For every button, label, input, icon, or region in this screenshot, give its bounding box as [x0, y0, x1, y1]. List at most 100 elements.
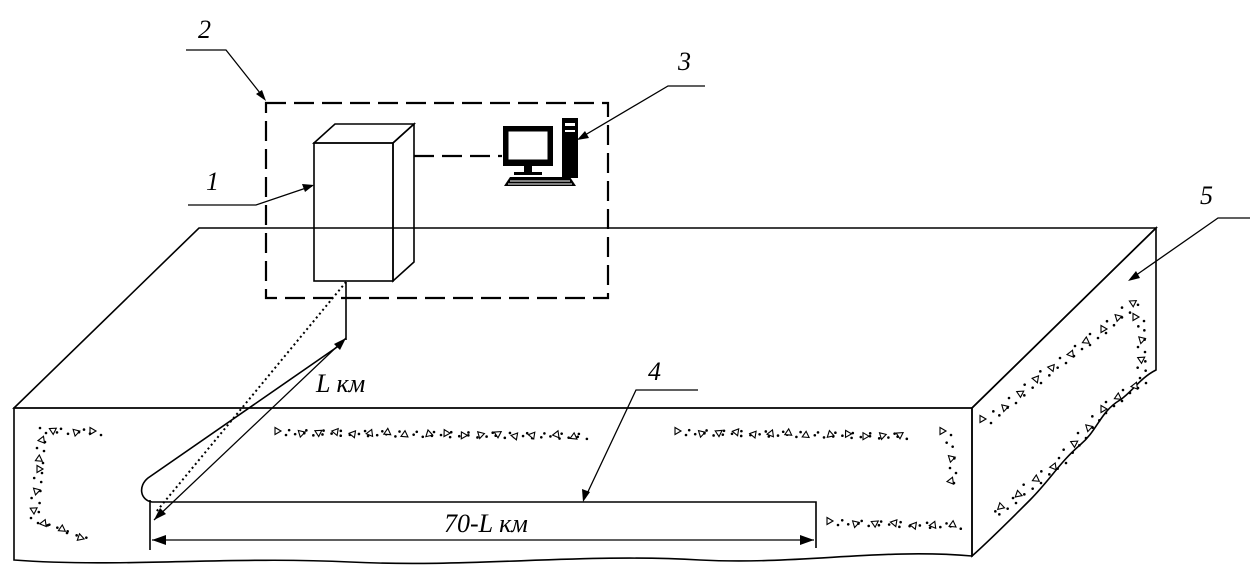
aggregate-dot	[491, 431, 495, 435]
aggregate-dot	[1014, 501, 1018, 505]
aggregate-dot	[1120, 316, 1124, 319]
aggregate-dot	[476, 436, 479, 439]
aggregate-dot	[693, 432, 697, 436]
device-front	[313, 142, 394, 282]
aggregate-dot	[1078, 444, 1081, 447]
aggregate-triangle	[48, 427, 58, 436]
aggregate-dot	[989, 421, 993, 425]
aggregate-dot	[1006, 406, 1009, 409]
aggregate-dot	[576, 435, 580, 439]
aggregate-dot	[994, 510, 997, 513]
aggregate-dot	[1039, 381, 1043, 385]
device-top	[311, 123, 417, 144]
label-3: 3	[677, 47, 691, 76]
aggregate-dot	[859, 435, 863, 439]
label-4: 4	[648, 357, 661, 386]
aggregate-texture	[29, 299, 1148, 542]
aggregate-dot	[868, 434, 872, 438]
cable	[140, 281, 817, 550]
aggregate-triangle	[57, 523, 67, 532]
label-remaining-distance: 70-L км	[444, 509, 528, 538]
aggregate-dot	[37, 510, 41, 514]
system-boundary	[264, 101, 610, 300]
aggregate-dot	[868, 432, 872, 435]
aggregate-dot	[284, 433, 288, 437]
aggregate-dot	[1142, 319, 1146, 323]
aggregate-triangle	[76, 532, 86, 542]
aggregate-dot	[1062, 448, 1065, 451]
aggregate-dot	[302, 431, 306, 435]
aggregate-triangle	[928, 520, 937, 530]
aggregate-dot	[32, 476, 36, 480]
aggregate-dot	[1144, 360, 1147, 363]
aggregate-dot	[836, 523, 840, 527]
aggregate-dot	[503, 436, 507, 440]
aggregate-dot	[1143, 338, 1146, 341]
aggregate-dot	[66, 432, 70, 436]
dim-arrow-right	[800, 535, 814, 545]
aggregate-triangle	[569, 431, 578, 440]
aggregate-triangle	[365, 428, 374, 438]
aggregate-triangle	[527, 431, 536, 441]
aggregate-dot	[29, 516, 33, 520]
aggregate-triangle	[330, 427, 339, 437]
aggregate-dot	[1072, 354, 1076, 358]
aggregate-dot	[1064, 361, 1068, 365]
aggregate-dot	[879, 520, 883, 523]
aggregate-dot	[415, 430, 419, 434]
aggregate-dot	[1071, 451, 1074, 454]
aggregate-dot	[1144, 369, 1147, 372]
aggregate-triangle	[1136, 356, 1146, 365]
aggregate-dot	[330, 432, 333, 435]
aggregate-triangle	[493, 430, 503, 439]
aggregate-dot	[721, 433, 725, 436]
aggregate-dot	[549, 435, 552, 438]
aggregate-dot	[449, 430, 453, 434]
aggregate-dot	[730, 432, 734, 436]
aggregate-dot	[394, 435, 397, 438]
aggregate-dot	[1011, 496, 1015, 500]
aggregate-dot	[857, 522, 860, 525]
aggregate-dot	[412, 433, 415, 436]
aggregate-dot	[898, 525, 901, 529]
aggregate-triangle	[1138, 336, 1147, 345]
aggregate-dot	[1073, 344, 1077, 348]
aggregate-dot	[339, 434, 343, 438]
aggregate-dot	[1039, 370, 1042, 373]
device-side	[392, 122, 415, 283]
aggregate-dot	[949, 433, 953, 437]
aggregate-dot	[485, 435, 488, 438]
aggregate-dot	[928, 526, 932, 530]
aggregate-dot	[1088, 332, 1092, 336]
aggregate-dot	[740, 429, 743, 433]
slab-front-face	[13, 407, 973, 565]
aggregate-dot	[448, 435, 452, 439]
aggregate-dot	[951, 445, 954, 448]
aggregate-dot	[398, 430, 401, 433]
aggregate-dot	[722, 429, 726, 433]
aggregate-triangle	[89, 426, 98, 436]
aggregate-triangle	[1031, 473, 1041, 482]
aggregate-dot	[339, 429, 343, 433]
aggregate-dot	[1058, 356, 1062, 360]
aggregate-dot	[59, 427, 63, 431]
aggregate-dot	[1006, 507, 1009, 510]
aggregate-dot	[85, 536, 88, 539]
aggregate-triangle	[510, 432, 519, 441]
aggregate-dot	[887, 436, 890, 439]
aggregate-dot	[1096, 336, 1100, 340]
aggregate-triangle	[34, 453, 44, 462]
aggregate-dot	[357, 432, 361, 436]
aggregate-triangle	[979, 414, 988, 424]
aggregate-dot	[1084, 436, 1088, 440]
aggregate-dot	[887, 523, 891, 526]
aggregate-dot	[795, 435, 798, 439]
aggregate-triangle	[765, 428, 775, 438]
aggregate-dot	[77, 430, 81, 434]
aggregate-dot	[543, 432, 546, 435]
aggregate-triangle	[1132, 312, 1141, 322]
aggregate-dot	[1136, 386, 1140, 390]
aggregate-dot	[905, 437, 909, 441]
aggregate-triangle	[1128, 299, 1138, 308]
